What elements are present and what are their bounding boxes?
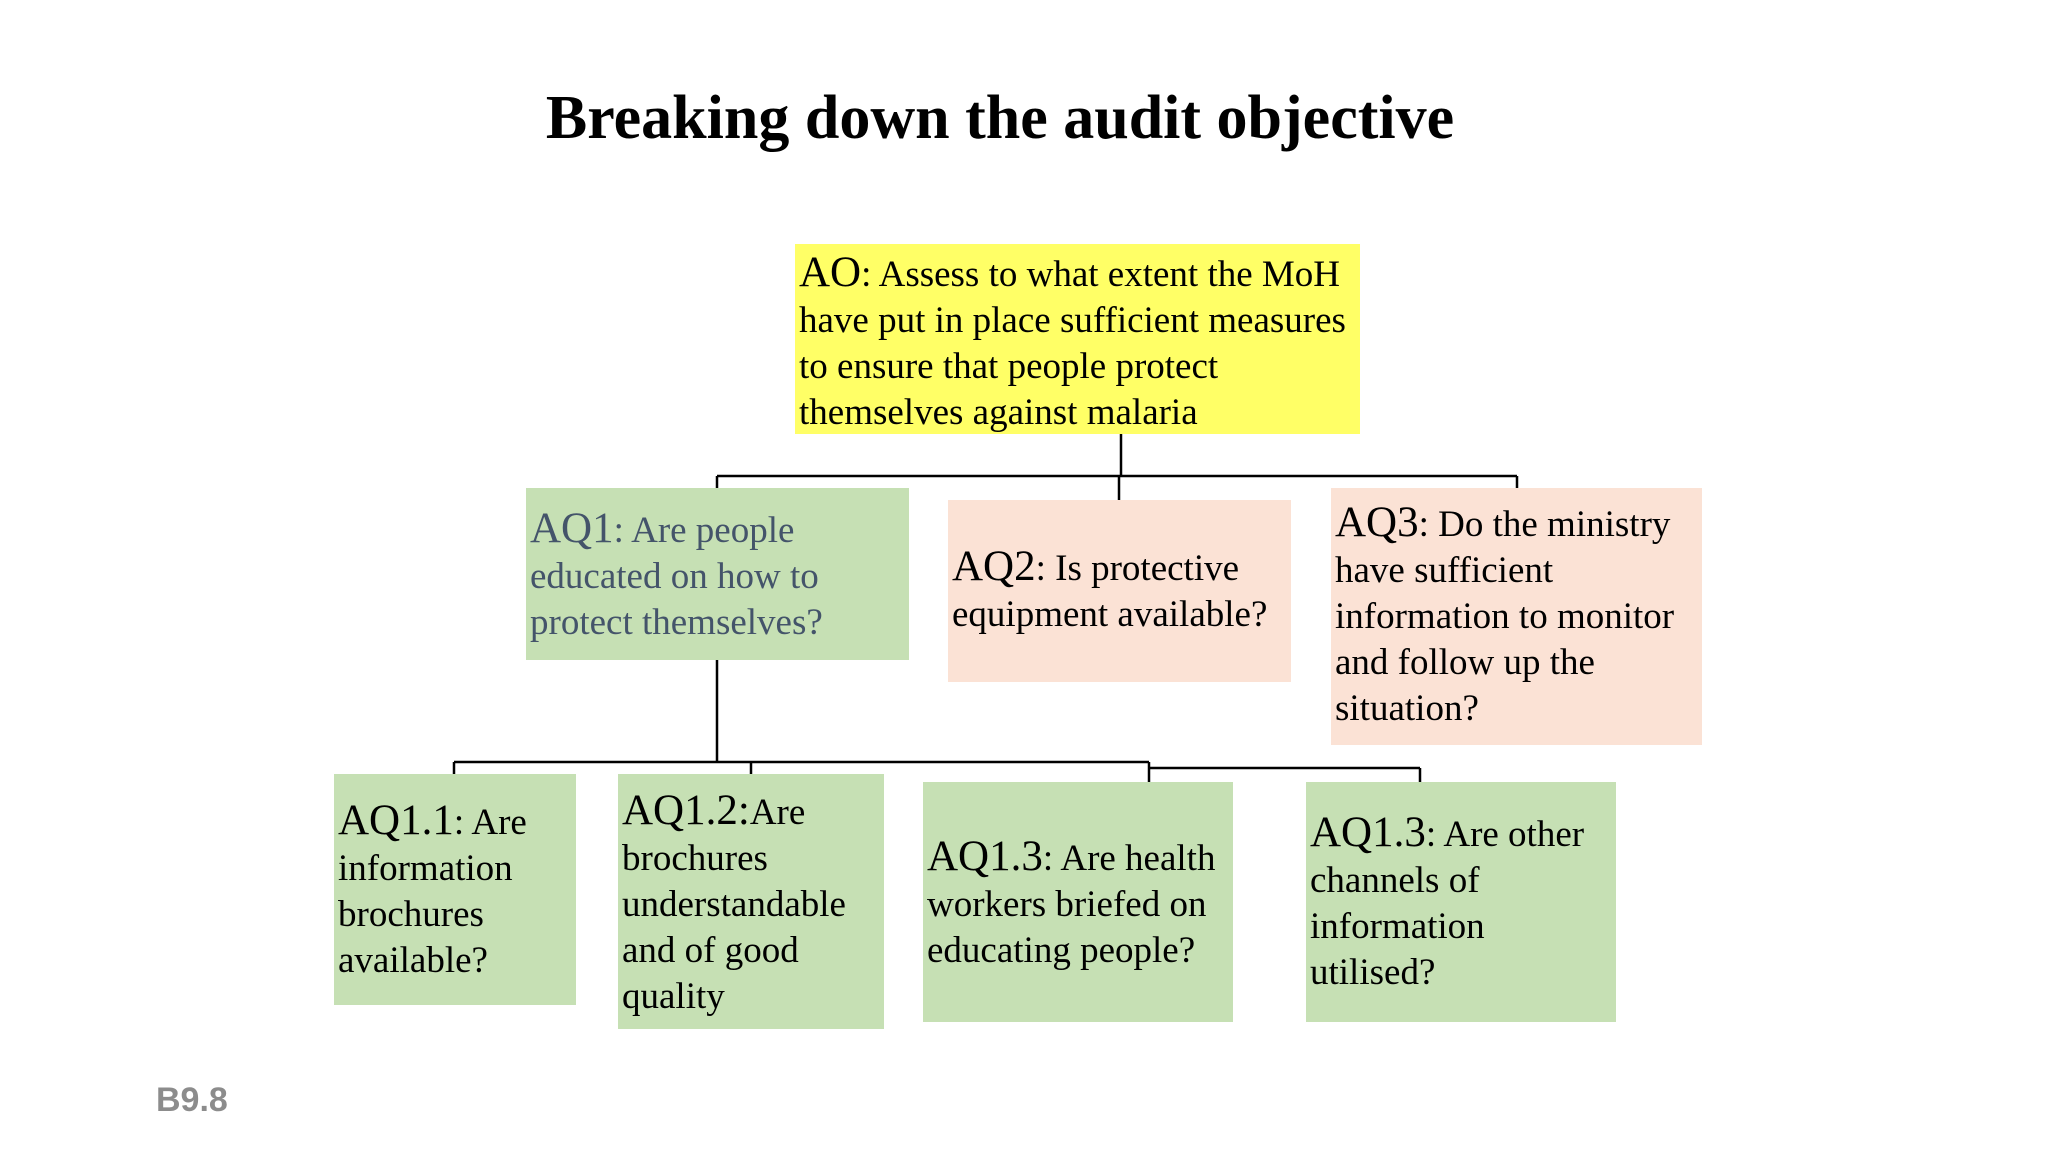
aq2-code: AQ2 <box>952 543 1036 590</box>
aq1-text: : Are people educated on how to protect … <box>530 510 823 643</box>
aq1-2-box: AQ1.2:Are brochures understandable and o… <box>618 774 884 1029</box>
aq1-3-other-channels-code: AQ1.3 <box>1310 809 1426 856</box>
audit-objective-text: : Assess to what extent the MoH have put… <box>799 254 1346 433</box>
aq2-box: AQ2: Is protective equipment available? <box>948 500 1291 682</box>
aq1-3-health-workers-text: : Are health workers briefed on educatin… <box>927 838 1216 971</box>
aq1-2-text: Are brochures understandable and of good… <box>622 792 846 1017</box>
aq1-3-health-workers-box: AQ1.3: Are health workers briefed on edu… <box>923 782 1233 1022</box>
aq1-3-other-channels-box: AQ1.3: Are other channels of information… <box>1306 782 1616 1022</box>
slide-title: Breaking down the audit objective <box>0 78 2000 158</box>
audit-objective-box: AO: Assess to what extent the MoH have p… <box>795 244 1360 434</box>
aq1-1-code: AQ1.1 <box>338 797 454 844</box>
aq3-code: AQ3 <box>1335 499 1419 546</box>
aq1-2-code: AQ1.2: <box>622 787 750 834</box>
aq1-3-other-channels-text: : Are other channels of information util… <box>1310 814 1585 993</box>
aq1-1-text: : Are information brochures available? <box>338 802 527 981</box>
aq2-text: : Is protective equipment available? <box>952 548 1268 635</box>
slide-title-text: Breaking down the audit objective <box>545 84 1455 152</box>
aq3-box: AQ3: Do the ministry have sufficient inf… <box>1331 488 1702 745</box>
aq1-3-health-workers-code: AQ1.3 <box>927 833 1043 880</box>
aq1-box: AQ1: Are people educated on how to prote… <box>526 488 909 660</box>
aq1-code: AQ1 <box>530 505 614 552</box>
slide-number: B9.8 <box>156 1081 228 1119</box>
aq3-text: : Do the ministry have sufficient inform… <box>1335 504 1675 729</box>
aq1-1-box: AQ1.1: Are information brochures availab… <box>334 774 576 1005</box>
audit-objective-code: AO <box>799 249 862 296</box>
